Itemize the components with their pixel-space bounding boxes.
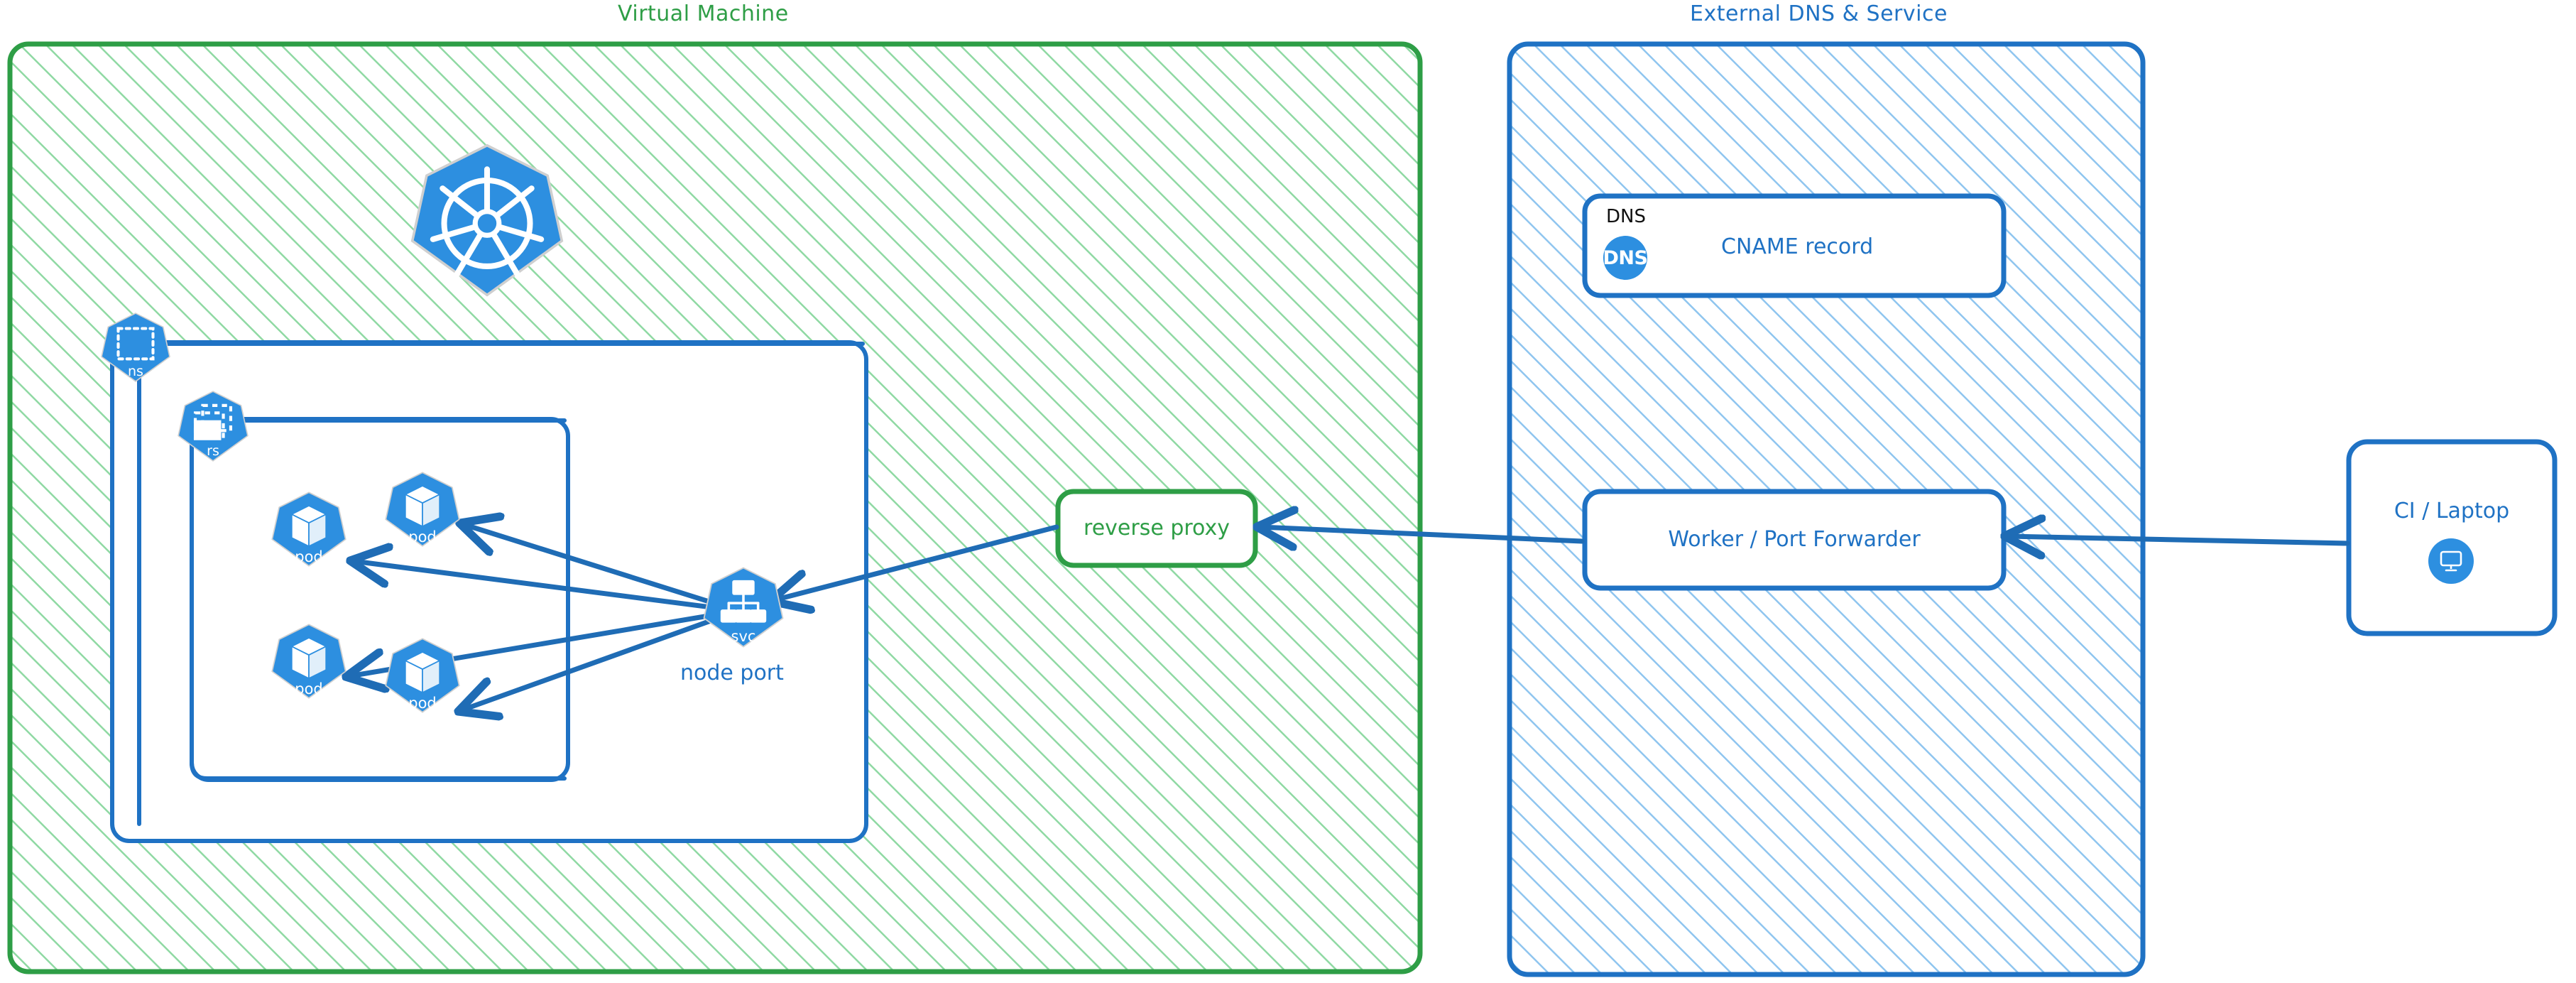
pod-icon-label: pod [408, 528, 437, 545]
pod-icon-label: pod [408, 695, 437, 712]
pod-icon[interactable] [270, 622, 348, 700]
kubernetes-logo [408, 141, 567, 300]
arrow-svc-pod-2 [463, 524, 741, 614]
reverse-proxy-label: reverse proxy [1084, 516, 1230, 541]
dns-card-box[interactable] [1582, 193, 2007, 298]
arrow-svc-pod-4 [462, 608, 741, 710]
panel-title-virtual-machine: Virtual Machine [618, 1, 789, 26]
dns-kind-label: DNS [1606, 206, 1646, 227]
replicaset-container [190, 417, 570, 782]
dns-badge-icon: DNS [1603, 236, 1648, 280]
service-icon[interactable] [702, 565, 785, 649]
pod-icon[interactable] [383, 470, 462, 548]
connector-ns [137, 342, 865, 826]
connector-rs [190, 417, 567, 781]
namespace-icon-label: ns [128, 364, 143, 379]
arrow-proxy-to-service [774, 524, 1059, 600]
panel-title-external-dns-service: External DNS & Service [1690, 1, 1948, 26]
service-icon-label: svc [731, 628, 756, 645]
arrow-client-to-worker [2008, 536, 2350, 543]
replicaset-icon-label: rs [207, 443, 219, 459]
node-port-caption: node port [680, 661, 784, 685]
pod-icon[interactable] [270, 490, 348, 568]
cname-record-title: CNAME record [1721, 234, 1874, 259]
arrow-worker-to-proxy [1260, 527, 1585, 541]
pod-icon[interactable] [383, 636, 462, 715]
namespace-icon[interactable] [99, 311, 172, 384]
worker-label: Worker / Port Forwarder [1668, 527, 1921, 552]
ci-laptop-box[interactable] [2346, 439, 2558, 636]
dns-badge-text: DNS [1603, 246, 1648, 269]
pod-icon-label: pod [295, 680, 323, 697]
pod-icon-label: pod [295, 548, 323, 565]
arrow-svc-pod-1 [354, 561, 741, 614]
replicaset-icon[interactable] [176, 389, 250, 463]
ci-laptop-label: CI / Laptop [2394, 499, 2510, 523]
monitor-icon [2428, 538, 2474, 584]
